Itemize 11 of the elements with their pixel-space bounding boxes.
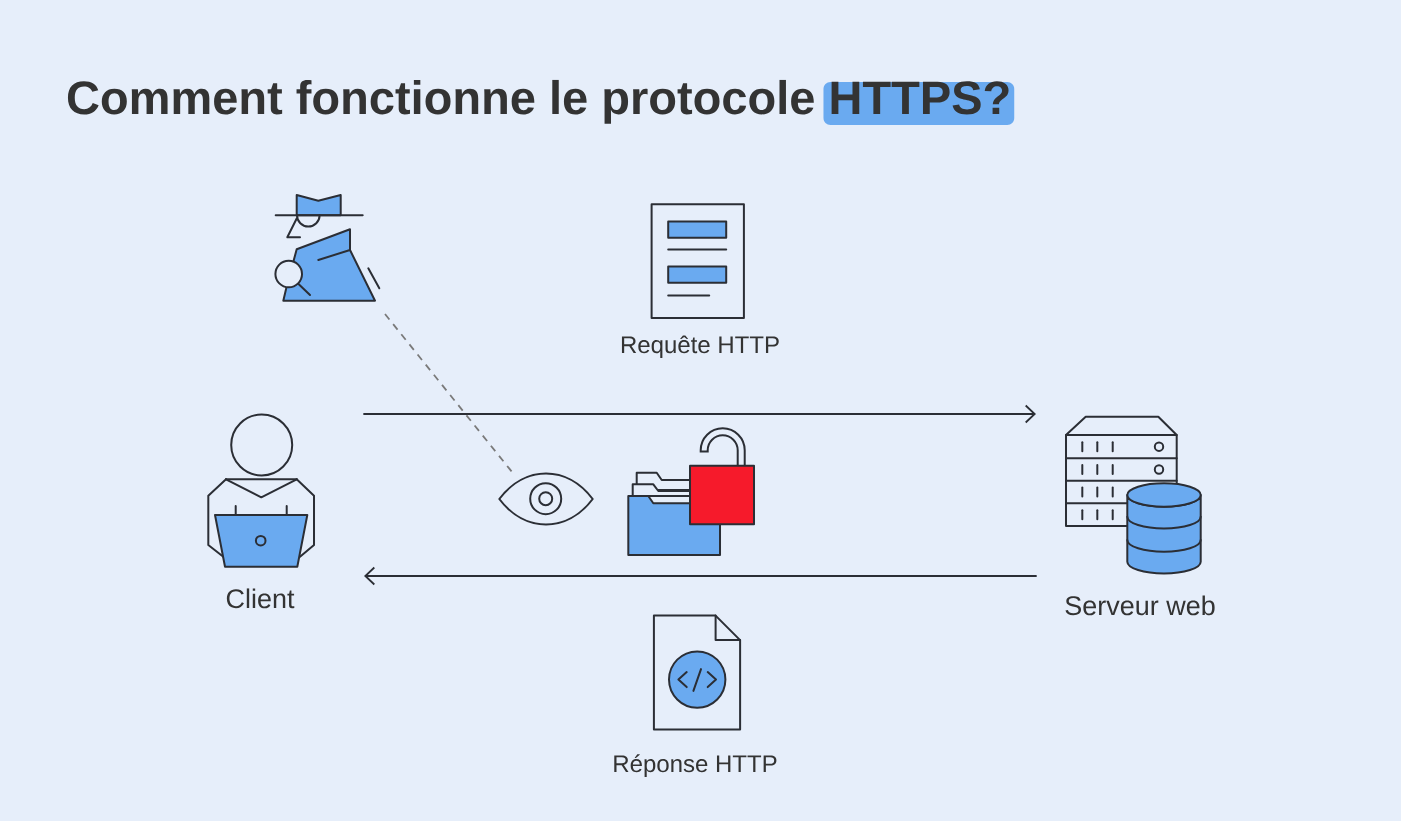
node-label: Serveur web	[1065, 595, 1215, 616]
arrow	[364, 566, 1037, 586]
arrow	[363, 404, 1036, 424]
title: Comment fonctionne le protocole HTTPS?	[67, 79, 1015, 125]
spy-icon	[274, 194, 381, 302]
node-label: Client	[226, 588, 295, 609]
node-label: Réponse HTTP	[614, 754, 777, 777]
dashed-line	[384, 313, 513, 473]
folder-lock-icon	[627, 427, 755, 556]
node-label: Requête HTTP	[621, 335, 779, 358]
eye-icon	[498, 472, 594, 526]
